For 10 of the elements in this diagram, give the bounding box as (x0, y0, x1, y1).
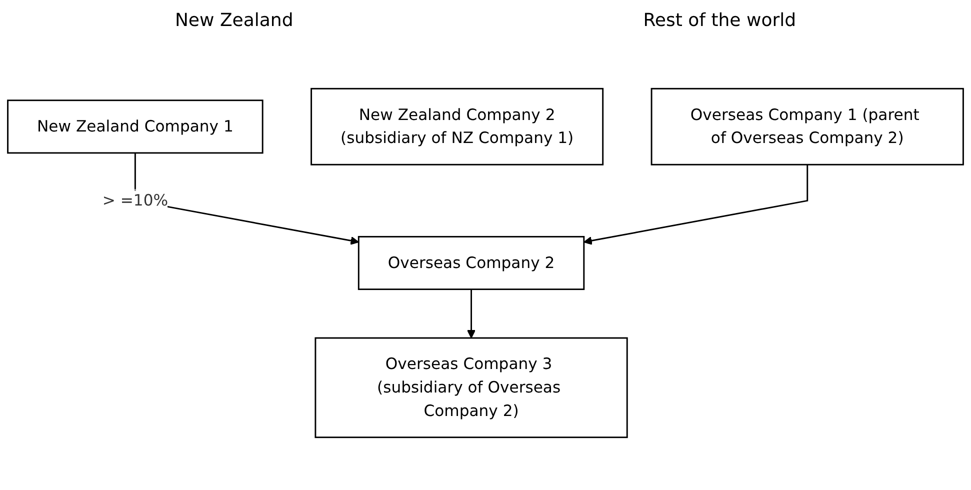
node-box: New Zealand Company 2 (subsidiary of NZ Company 1) (310, 88, 604, 166)
node-box: Overseas Company 1 (parent of Overseas Company 2) (650, 88, 964, 166)
arrow (584, 164, 808, 245)
column-heading: New Zealand (174, 10, 294, 30)
column-heading: Rest of the world (643, 10, 796, 30)
node-box: Overseas Company 3 (subsidiary of Overseas Company 2) (314, 337, 628, 438)
node-box: Overseas Company 2 (358, 236, 585, 290)
node-box: New Zealand Company 1 (7, 100, 264, 154)
arrow (467, 289, 476, 338)
edge-label: > =10% (102, 190, 168, 210)
